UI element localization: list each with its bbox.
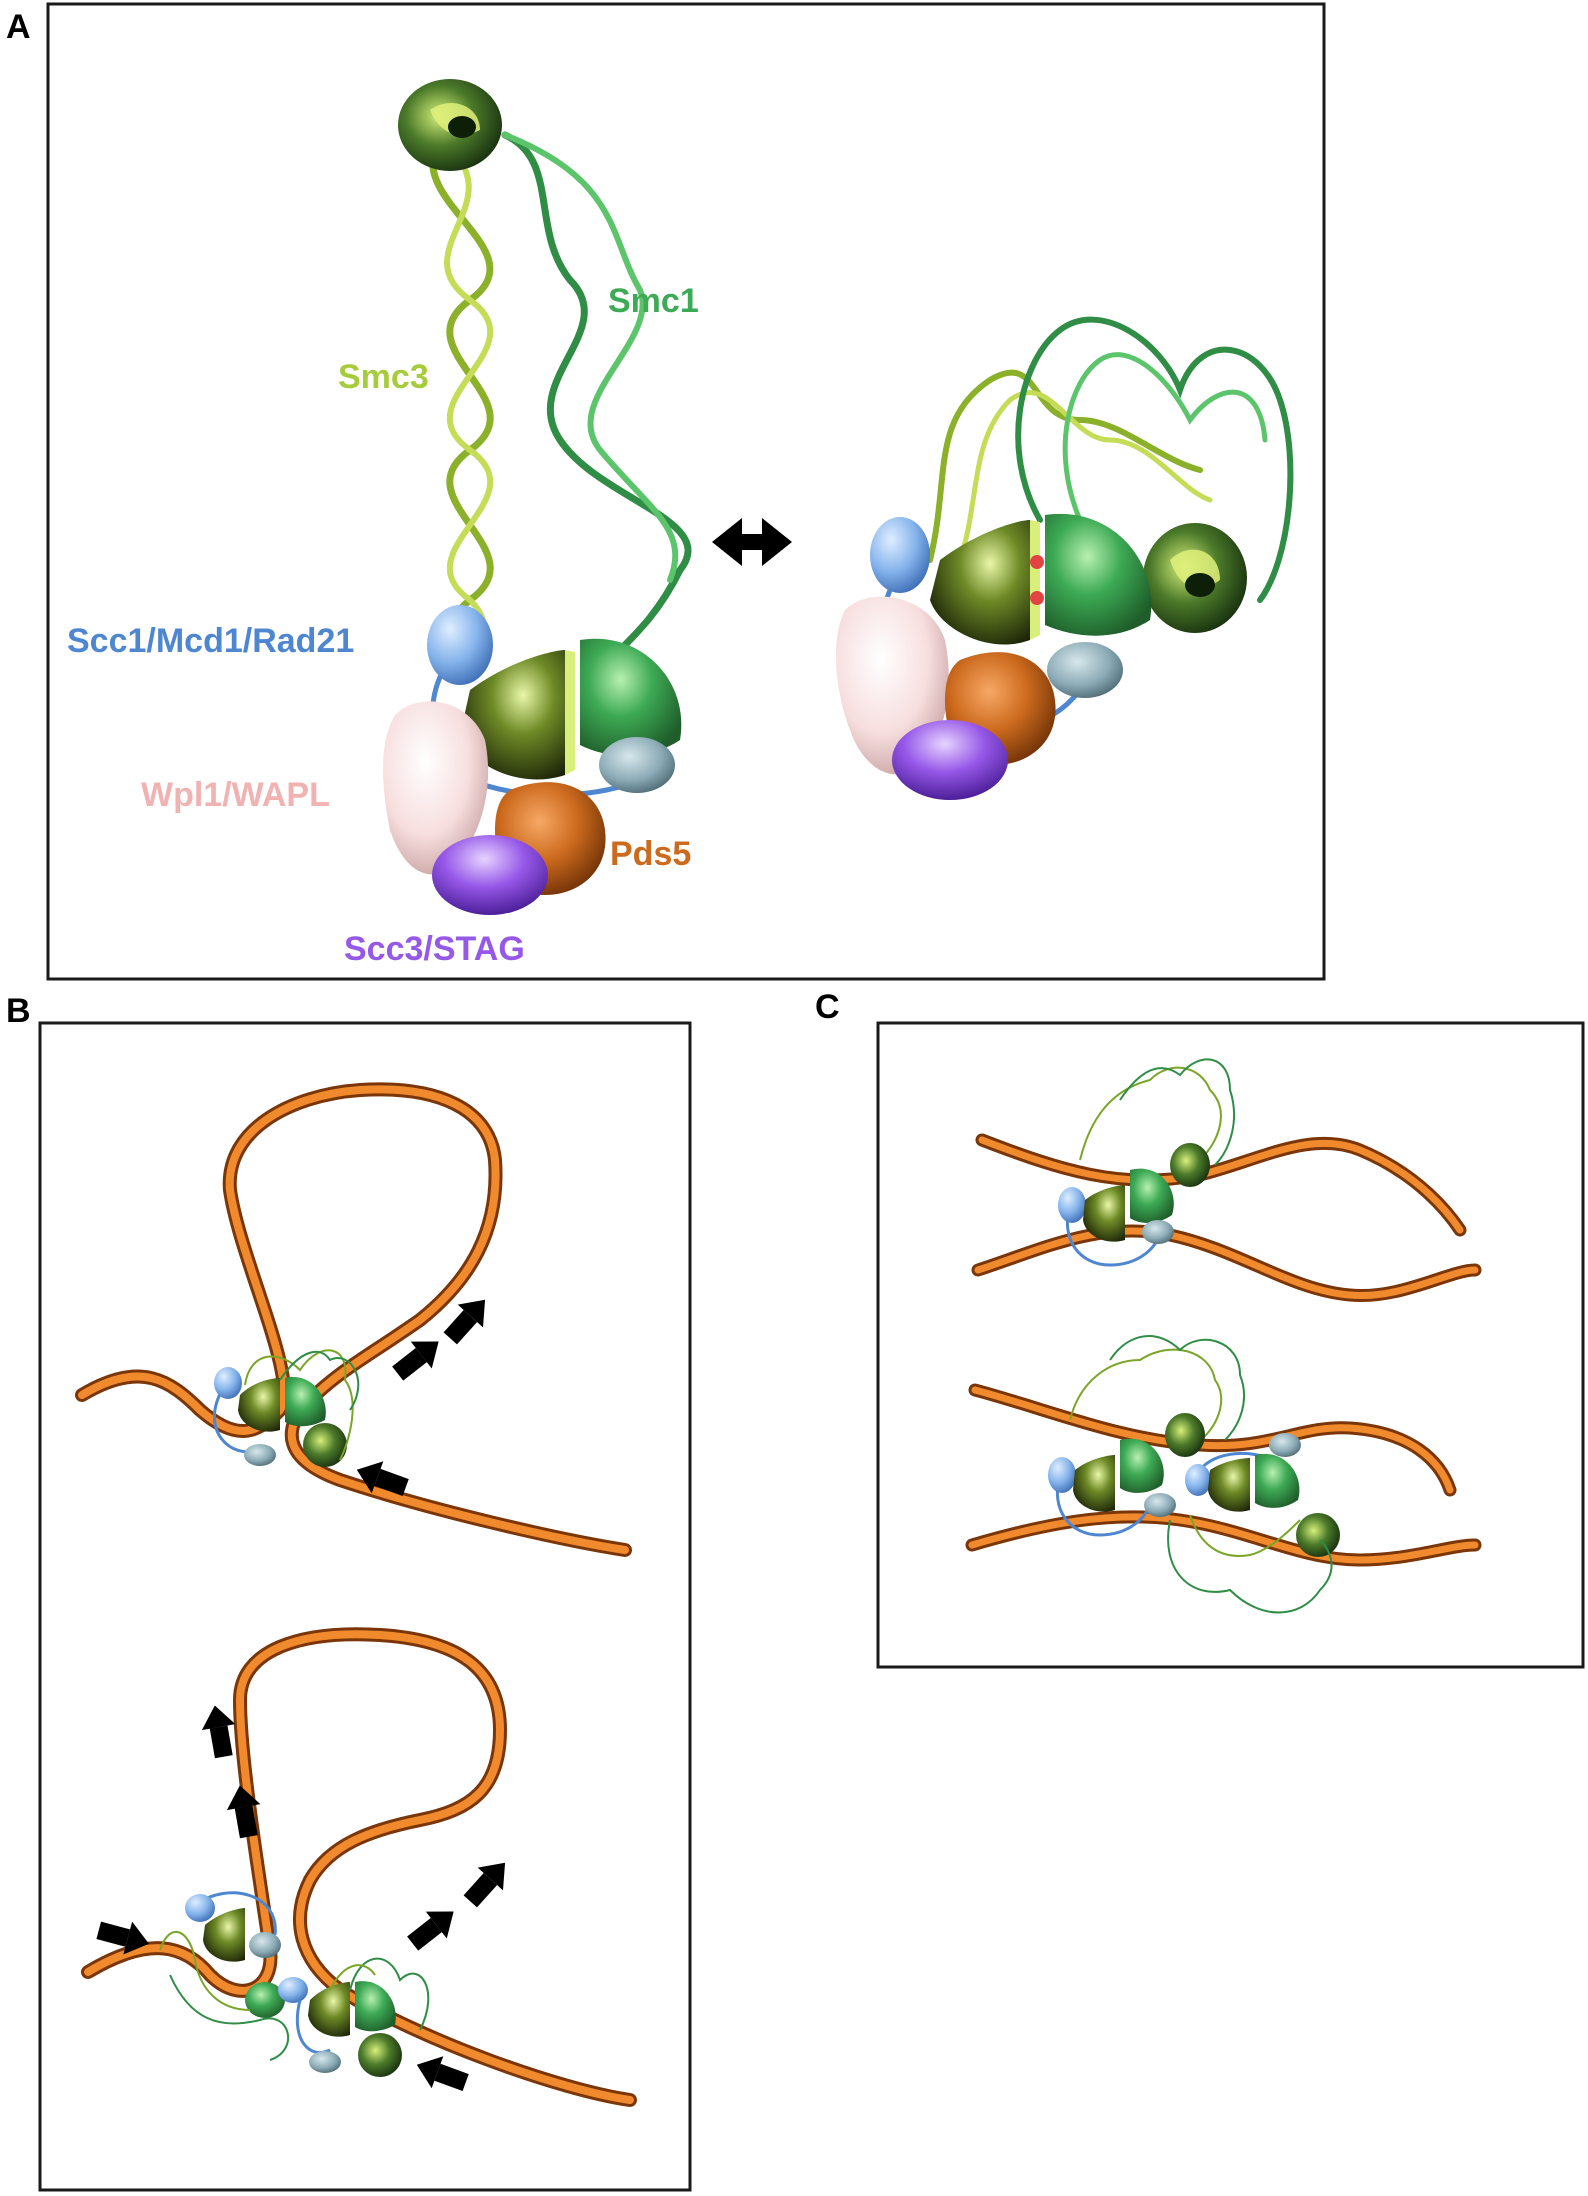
smc1-label: Smc1 [608, 282, 699, 320]
smc3-coiled-coil [429, 136, 494, 652]
scc1-label: Scc1/Mcd1/Rad21 [67, 622, 354, 660]
cohesed-sister-dna-bottom [965, 1335, 1482, 1614]
arrow-icon [463, 1862, 506, 1908]
conformational-change-double-arrow-icon [712, 518, 792, 566]
arrow-icon [407, 1911, 454, 1951]
panel-b [38, 1021, 692, 2192]
scc1-c-terminal-domain [599, 737, 675, 793]
arrow-icon [392, 1341, 439, 1381]
panel-a-frame [46, 2, 1326, 981]
arrow-icon [96, 1921, 149, 1955]
wpl1-subunit [383, 701, 489, 875]
arrow-icon [226, 1785, 261, 1839]
folded-cohesin [835, 316, 1294, 800]
panel-c [876, 1021, 1585, 1669]
pds5-label: Pds5 [610, 835, 691, 873]
panel-a-letter: A [6, 8, 31, 46]
panel-a: Smc1 Smc3 Scc1/Mcd1/Rad21 Wpl1/WAPL Pds5… [46, 2, 1326, 981]
scc3-subunit [432, 835, 548, 915]
extrusion-arrows-top [356, 1299, 486, 1496]
dna-loop-two-cohesins [81, 1627, 637, 2107]
cohesed-sister-dna-top [971, 1058, 1482, 1303]
scc1-n-terminal-domain [427, 605, 493, 685]
dna-loop-single-cohesin [75, 1082, 632, 1557]
smc3-label: Smc3 [338, 358, 429, 396]
scc3-label: Scc3/STAG [344, 930, 525, 968]
smc1-coiled-coil [501, 131, 692, 654]
arrow-icon [416, 2056, 469, 2091]
arrow-icon [201, 1705, 236, 1759]
hinge-domain [398, 79, 502, 171]
wpl1-label: Wpl1/WAPL [141, 776, 330, 814]
arrow-icon [356, 1461, 409, 1496]
panel-b-letter: B [6, 992, 31, 1030]
smc1-head-domain [580, 638, 682, 756]
arrow-icon [443, 1299, 486, 1345]
extrusion-arrows-bottom [96, 1705, 506, 2091]
panel-b-frame [38, 1021, 692, 2192]
panel-c-letter: C [815, 988, 840, 1026]
panel-c-frame [876, 1021, 1585, 1669]
